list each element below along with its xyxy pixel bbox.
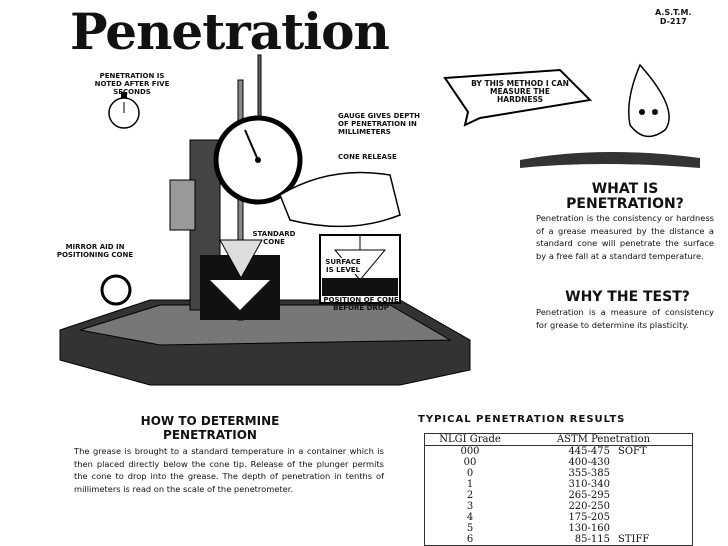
label-noted-after-five-seconds: PENETRATION IS NOTED AFTER FIVE SECONDS xyxy=(94,72,170,96)
note-cell xyxy=(610,490,688,501)
grade-cell: 000 xyxy=(460,446,480,457)
note-cell: SOFT xyxy=(618,446,647,457)
grade-cell: 00 xyxy=(463,457,477,468)
table-header: NLGI Grade ASTM Penetration xyxy=(425,434,692,446)
astm-line2: D-217 xyxy=(659,17,687,26)
table-row: 00 400-430 xyxy=(425,457,692,468)
mascot-drop-character xyxy=(520,63,700,168)
penetration-cell: 175-205 xyxy=(568,512,610,523)
why-text: Penetration is a measure of consistency … xyxy=(536,307,714,330)
table-row: 4 175-205 xyxy=(425,512,692,523)
page-title: Penetration xyxy=(70,2,390,61)
note-cell xyxy=(610,479,688,490)
results-table: NLGI Grade ASTM Penetration 000 445-475 SO… xyxy=(424,433,693,546)
penetration-cell: 445-475 xyxy=(568,446,610,457)
label-gauge: GAUGE GIVES DEPTH OF PENETRATION IN MILL… xyxy=(338,112,420,136)
gauge-dial xyxy=(213,115,303,205)
base xyxy=(59,299,471,386)
table-row: 000 445-475 SOFT xyxy=(425,446,692,457)
header-nlgi-grade: NLGI Grade xyxy=(439,434,501,445)
penetration-cell: 220-250 xyxy=(568,501,610,512)
label-surface-level: SURFACE IS LEVEL xyxy=(323,258,363,274)
speech-bubble xyxy=(443,68,593,127)
header-astm-penetration: ASTM Penetration xyxy=(556,434,651,445)
note-cell xyxy=(610,512,688,523)
astm-reference: A.S.T.M.D-217 xyxy=(655,8,691,26)
grade-cell: 4 xyxy=(466,512,474,523)
table-row: 6 85-115 STIFF xyxy=(425,534,692,545)
table-row: 2 265-295 xyxy=(425,490,692,501)
what-heading: WHAT IS PENETRATION? xyxy=(566,181,684,212)
grade-cell: 0 xyxy=(466,468,474,479)
mirror-dial xyxy=(100,274,132,306)
table-row: 5 130-160 xyxy=(425,523,692,534)
penetration-cell: 400-430 xyxy=(568,457,610,468)
penetration-cell: 310-340 xyxy=(568,479,610,490)
note-cell xyxy=(610,501,688,512)
penetration-cell: 265-295 xyxy=(568,490,610,501)
table-row: 0 355-385 xyxy=(425,468,692,479)
grade-cell: 6 xyxy=(466,534,474,545)
speech-text: BY THIS METHOD I CAN MEASURE THE HARDNES… xyxy=(471,79,569,104)
hand-illustration xyxy=(279,171,401,228)
what-text: Penetration is the consistency or hardne… xyxy=(536,213,714,261)
note-cell xyxy=(610,457,688,468)
grease-cup xyxy=(200,239,280,320)
grade-cell: 2 xyxy=(466,490,474,501)
grade-cell: 3 xyxy=(466,501,474,512)
stopwatch-icon xyxy=(108,92,140,129)
penetration-cell: 130-160 xyxy=(568,523,610,534)
grade-cell: 1 xyxy=(466,479,474,490)
table-row: 3 220-250 xyxy=(425,501,692,512)
grade-cell: 5 xyxy=(466,523,474,534)
penetration-cell: 85-115 xyxy=(574,534,610,545)
note-cell xyxy=(610,523,688,534)
label-position-before-drop: POSITION OF CONE BEFORE DROP xyxy=(323,296,399,312)
why-heading: WHY THE TEST? xyxy=(565,289,690,305)
how-text: The grease is brought to a standard temp… xyxy=(74,446,384,494)
astm-line1: A.S.T.M. xyxy=(655,8,692,17)
note-cell: STIFF xyxy=(618,534,650,545)
how-heading: HOW TO DETERMINE PENETRATION xyxy=(140,414,280,442)
label-cone-release: CONE RELEASE xyxy=(338,153,397,161)
results-heading: TYPICAL PENETRATION RESULTS xyxy=(418,414,626,425)
table-row: 1 310-340 xyxy=(425,479,692,490)
label-standard-cone: STANDARD CONE xyxy=(252,230,296,246)
label-mirror-aid: MIRROR AID IN POSITIONING CONE xyxy=(56,243,134,259)
penetration-cell: 355-385 xyxy=(568,468,610,479)
note-cell xyxy=(610,468,688,479)
